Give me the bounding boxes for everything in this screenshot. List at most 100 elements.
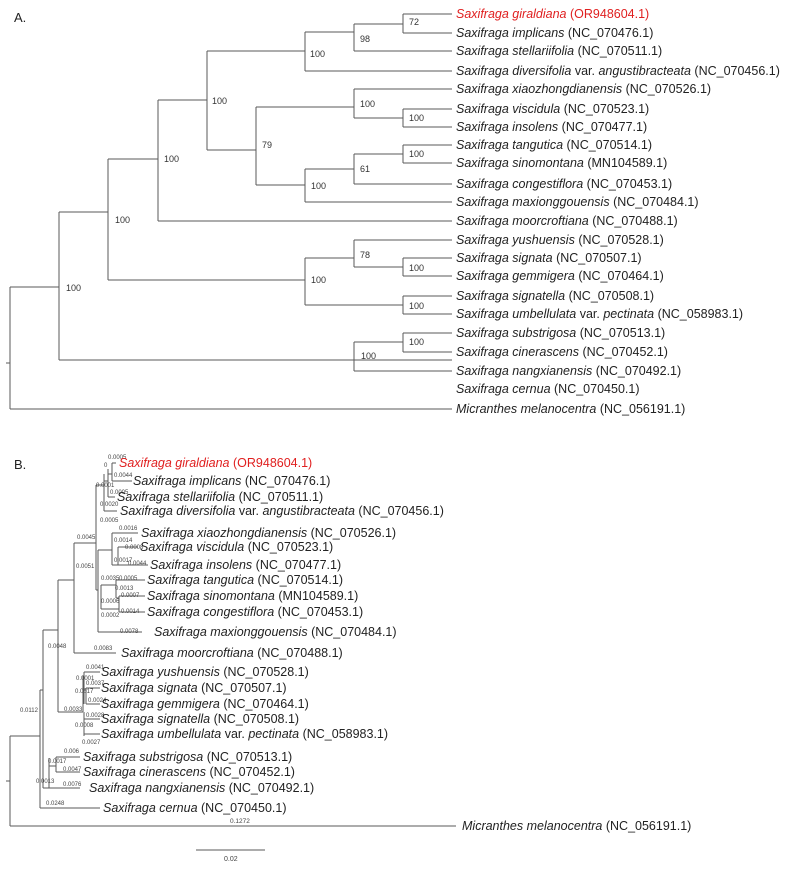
- branch-length: 0.0014: [121, 609, 140, 615]
- branch-length: 0.0033: [64, 707, 83, 713]
- taxon-label-cernua: Saxifraga cernua (NC_070450.1): [456, 382, 639, 396]
- branch-length: 0.0112: [20, 708, 39, 714]
- branch-length: 0.0008: [75, 723, 94, 729]
- branch-length: 0.0044: [114, 473, 133, 479]
- taxon-label-nangxianensis: Saxifraga nangxianensis (NC_070492.1): [456, 364, 681, 378]
- branch-length: 0.0005: [108, 455, 127, 461]
- branch-length: 0.0037: [86, 681, 105, 687]
- branch-length: 0.0001: [76, 676, 95, 682]
- branch-length: 0.0044: [128, 561, 147, 567]
- support-value: 100: [164, 154, 179, 164]
- taxon-label-umbellulata: Saxifraga umbellulata var. pectinata (NC…: [101, 727, 388, 741]
- taxon-label-sinomontana: Saxifraga sinomontana (MN104589.1): [147, 589, 358, 603]
- taxon-label-nangxianensis: Saxifraga nangxianensis (NC_070492.1): [89, 781, 314, 795]
- taxon-label-moorcroftiana: Saxifraga moorcroftiana (NC_070488.1): [456, 214, 678, 228]
- taxon-label-signatella: Saxifraga signatella (NC_070508.1): [101, 712, 299, 726]
- branch-length: 0.0035: [101, 576, 120, 582]
- branch-length: 0.0017: [75, 689, 94, 695]
- support-value: 100: [212, 96, 227, 106]
- scale-bar-label: 0.02: [224, 856, 238, 863]
- taxon-label-gemmigera: Saxifraga gemmigera (NC_070464.1): [101, 697, 309, 711]
- taxon-label-substrigosa: Saxifraga substrigosa (NC_070513.1): [83, 750, 292, 764]
- branch-length: 0.0002: [101, 613, 120, 619]
- taxon-label-cinerascens: Saxifraga cinerascens (NC_070452.1): [83, 765, 295, 779]
- taxon-label-congestiflora: Saxifraga congestiflora (NC_070453.1): [456, 177, 672, 191]
- branch-length: 0.0017: [48, 759, 67, 765]
- panel-b: B.: [6, 455, 691, 863]
- branch-length: 0.0028: [86, 713, 105, 719]
- support-value: 100: [409, 263, 424, 273]
- support-value: 100: [409, 113, 424, 123]
- branch-length: 0.0041: [86, 665, 105, 671]
- taxon-label-moorcroftiana: Saxifraga moorcroftiana (NC_070488.1): [121, 646, 343, 660]
- support-value: 100: [66, 283, 81, 293]
- branch-length: 0.0006: [101, 599, 120, 605]
- support-value: 100: [310, 49, 325, 59]
- taxon-label-xiaozhongdianensis: Saxifraga xiaozhongdianensis (NC_070526.…: [141, 526, 396, 540]
- taxon-label-yushuensis: Saxifraga yushuensis (NC_070528.1): [101, 665, 309, 679]
- taxon-label-signata: Saxifraga signata (NC_070507.1): [456, 251, 642, 265]
- support-value: 100: [311, 275, 326, 285]
- taxon-label-signata: Saxifraga signata (NC_070507.1): [101, 681, 287, 695]
- taxon-label-tangutica: Saxifraga tangutica (NC_070514.1): [147, 573, 343, 587]
- branch-length: 0.0048: [48, 644, 67, 650]
- taxon-label-implicans: Saxifraga implicans (NC_070476.1): [133, 474, 330, 488]
- taxon-label-giraldiana: Saxifraga giraldiana (OR948604.1): [119, 456, 312, 470]
- branch-length: 0.0005: [110, 490, 129, 496]
- taxon-label-xiaozhongdianensis: Saxifraga xiaozhongdianensis (NC_070526.…: [456, 82, 711, 96]
- branch-length: 0.0045: [77, 535, 96, 541]
- branch-length: 0.0008: [125, 545, 144, 551]
- taxon-label-insolens: Saxifraga insolens (NC_070477.1): [456, 120, 647, 134]
- support-value: 100: [409, 337, 424, 347]
- taxon-label-yushuensis: Saxifraga yushuensis (NC_070528.1): [456, 233, 664, 247]
- branch-length: 0.1272: [230, 818, 250, 825]
- support-value: 72: [409, 17, 419, 27]
- branch-length: 0.0005: [100, 518, 119, 524]
- branch-length: 0.006: [64, 749, 80, 755]
- branch-length: 0.0078: [120, 629, 139, 635]
- support-value: 98: [360, 34, 370, 44]
- taxon-label-melanocentra: Micranthes melanocentra (NC_056191.1): [462, 819, 691, 833]
- taxon-label-sinomontana: Saxifraga sinomontana (MN104589.1): [456, 156, 667, 170]
- branch-length: 0.0013: [115, 586, 134, 592]
- support-value: 100: [115, 215, 130, 225]
- taxon-label-viscidula: Saxifraga viscidula (NC_070523.1): [456, 102, 649, 116]
- taxon-label-umbellulata: Saxifraga umbellulata var. pectinata (NC…: [456, 307, 743, 321]
- taxon-label-congestiflora: Saxifraga congestiflora (NC_070453.1): [147, 605, 363, 619]
- taxon-label-diversifolia: Saxifraga diversifolia var. angustibract…: [120, 504, 444, 518]
- support-value: 100: [361, 351, 376, 361]
- panel-a-label: A.: [14, 10, 26, 25]
- branch-length: 0.0016: [119, 526, 138, 532]
- taxon-label-substrigosa: Saxifraga substrigosa (NC_070513.1): [456, 326, 665, 340]
- branch-length: 0.0001: [96, 483, 115, 489]
- taxon-label-viscidula: Saxifraga viscidula (NC_070523.1): [140, 540, 333, 554]
- branch-length: 0.0005: [119, 576, 138, 582]
- panel-b-label: B.: [14, 457, 26, 472]
- taxon-label-cernua: Saxifraga cernua (NC_070450.1): [103, 801, 286, 815]
- branch-length: 0.0024: [88, 698, 107, 704]
- branch-length: 0.0248: [46, 801, 65, 807]
- branch-length: 0.0014: [114, 538, 133, 544]
- taxon-label-stellariifolia: Saxifraga stellariifolia (NC_070511.1): [117, 490, 323, 504]
- taxon-label-melanocentra: Micranthes melanocentra (NC_056191.1): [456, 402, 685, 416]
- taxon-label-maxionggouensis: Saxifraga maxionggouensis (NC_070484.1): [154, 625, 397, 639]
- branch-length: 0.0051: [76, 564, 95, 570]
- taxon-label-giraldiana: Saxifraga giraldiana (OR948604.1): [456, 7, 649, 21]
- taxon-label-stellariifolia: Saxifraga stellariifolia (NC_070511.1): [456, 44, 662, 58]
- support-value: 100: [409, 301, 424, 311]
- taxon-label-diversifolia: Saxifraga diversifolia var. angustibract…: [456, 64, 780, 78]
- branch-length: 0.0083: [94, 646, 113, 652]
- branch-length: 0.0017: [114, 558, 133, 564]
- support-value: 100: [311, 181, 326, 191]
- branch-length: 0.0047: [63, 767, 82, 773]
- taxon-label-gemmigera: Saxifraga gemmigera (NC_070464.1): [456, 269, 664, 283]
- taxon-label-insolens: Saxifraga insolens (NC_070477.1): [150, 558, 341, 572]
- branch-length: 0: [104, 463, 108, 469]
- taxon-label-tangutica: Saxifraga tangutica (NC_070514.1): [456, 138, 652, 152]
- taxon-label-cinerascens: Saxifraga cinerascens (NC_070452.1): [456, 345, 668, 359]
- panel-a: A.: [6, 7, 780, 416]
- taxon-label-implicans: Saxifraga implicans (NC_070476.1): [456, 26, 653, 40]
- support-value: 100: [409, 149, 424, 159]
- branch-length: 0.0027: [82, 740, 101, 746]
